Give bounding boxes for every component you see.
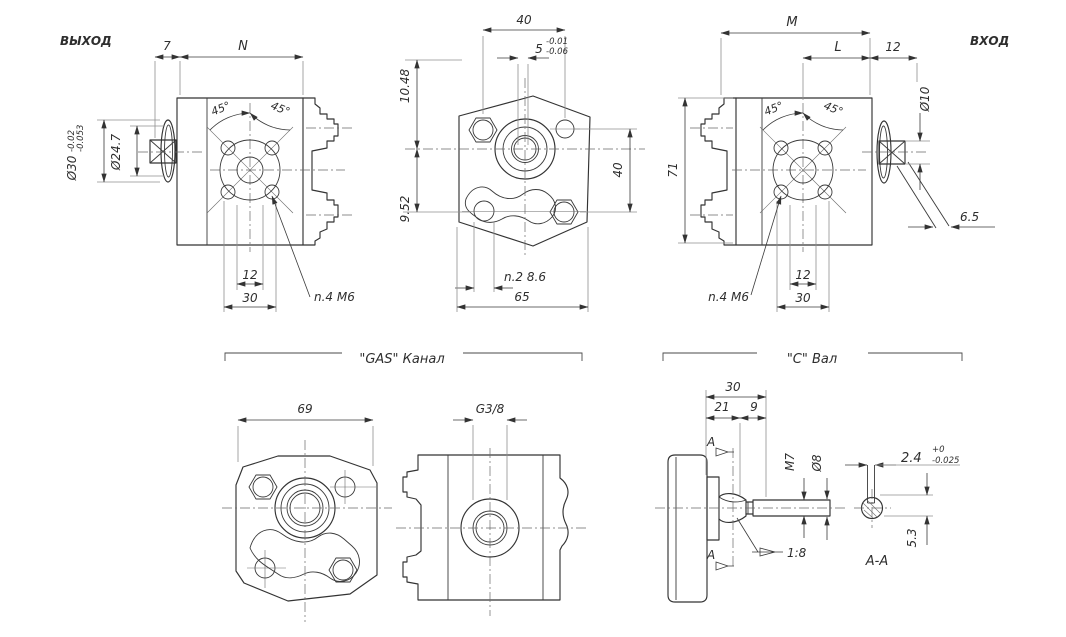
dim-71: 71: [666, 162, 680, 177]
view-front-flange: 40 5 -0.01 -0.06 10.48 9.52 40: [398, 13, 645, 312]
body-relief: [249, 529, 360, 582]
svg-text:-0.053: -0.053: [76, 125, 86, 152]
hex-plug-bottom: [549, 199, 579, 225]
svg-text:M7: M7: [783, 453, 797, 471]
svg-text:Ø30: Ø30: [65, 155, 79, 181]
dim-10-48: 10.48: [398, 68, 412, 103]
shaft-end: [878, 140, 906, 165]
svg-text:5.3: 5.3: [905, 528, 919, 547]
hex-plug-top: [468, 117, 498, 143]
svg-text:40: 40: [611, 162, 625, 178]
key-width-label: 5 -0.01 -0.06: [535, 37, 568, 57]
dim-21: 21: [714, 400, 729, 414]
view-shaft-detail: A A 30 21 9 M7 Ø8 1:8: [655, 380, 960, 603]
dim-65: 65: [514, 290, 529, 304]
dim-12: 12: [795, 268, 810, 282]
dim-L: L: [834, 40, 841, 55]
svg-text:9.52: 9.52: [398, 196, 412, 223]
bolts-note: n.4 M6: [708, 290, 749, 304]
dim-N: N: [238, 39, 248, 54]
dia-24-7-label: Ø24.7: [109, 134, 123, 172]
dim-30: 30: [242, 291, 258, 305]
dim-12-top: 12: [885, 40, 900, 54]
svg-text:-0.025: -0.025: [932, 456, 959, 466]
section-mark-top: A: [706, 435, 715, 449]
hex-plug-top: [248, 474, 278, 500]
bolts-note: n.4 M6: [314, 290, 355, 304]
c-shaft-label: "C" Вал: [787, 352, 837, 367]
hex-plug-bottom: [328, 557, 358, 583]
body-relief: [464, 186, 556, 225]
svg-text:Ø8: Ø8: [810, 454, 824, 472]
svg-text:10.48: 10.48: [398, 68, 412, 103]
input-port-label: ВХОД: [970, 34, 1009, 48]
section-label: A-A: [865, 554, 888, 569]
view-gas-flange: 69: [222, 402, 392, 622]
dim-6-5: 6.5: [960, 210, 979, 224]
section-a-a: 2.4 +0 -0.025 5.3 A-A: [845, 445, 960, 569]
shaft-end: [149, 139, 177, 164]
svg-text:-0.01: -0.01: [546, 37, 568, 47]
back-plate-profile: [700, 97, 737, 246]
dia-10-label: Ø10: [918, 86, 932, 112]
svg-text:71: 71: [666, 162, 680, 177]
flange-outline: [458, 95, 591, 247]
view-side-output: 45° 45° 7 N Ø30 -0.02 -0.053 Ø24.7 12: [60, 34, 355, 312]
angle-label-left: 45°: [762, 99, 785, 118]
body-outline: [176, 97, 304, 246]
dia-8-label: Ø8: [810, 454, 824, 472]
dim-69: 69: [297, 402, 312, 416]
thread-g38: G3/8: [476, 402, 505, 416]
svg-text:2.4: 2.4: [901, 451, 922, 466]
dim-40-top: 40: [516, 13, 532, 27]
dia-30-label: Ø30 -0.02 -0.053: [65, 125, 86, 182]
view-gas-port-side: G3/8: [396, 402, 586, 616]
flange-pilot: [160, 119, 176, 183]
dim-30-shaft: 30: [725, 380, 741, 394]
angle-label-right: 45°: [822, 99, 845, 118]
angle-label-left: 45°: [209, 99, 232, 118]
body-outline: [735, 97, 873, 246]
group-labels: "GAS" Канал "C" Вал: [224, 352, 963, 367]
view-side-input: 6.5 45° 45° M L 12 Ø: [666, 15, 1009, 312]
key-2-4-label: 2.4 +0 -0.025: [901, 445, 959, 466]
svg-text:5: 5: [535, 42, 543, 56]
angle-label-right: 45°: [269, 99, 292, 118]
svg-text:+0: +0: [932, 445, 945, 455]
section-mark-bottom: A: [706, 548, 715, 562]
dim-7: 7: [163, 39, 171, 53]
dim-9: 9: [750, 400, 758, 414]
svg-text:-0.06: -0.06: [546, 47, 569, 57]
taper-label: 1:8: [787, 546, 807, 560]
dim-40-right: 40: [611, 162, 625, 178]
dim-12: 12: [242, 268, 257, 282]
dim-30: 30: [795, 291, 811, 305]
back-plate-profile: [302, 97, 339, 246]
dim-5-3: 5.3: [905, 528, 919, 547]
gas-channel-label: "GAS" Канал: [359, 352, 444, 367]
flange-outline: [235, 455, 378, 602]
body-outline: [667, 454, 708, 603]
body-outline: [402, 454, 569, 601]
svg-text:Ø24.7: Ø24.7: [109, 134, 123, 172]
dim-9-52: 9.52: [398, 196, 412, 223]
dim-M: M: [786, 15, 797, 30]
svg-text:-0.02: -0.02: [67, 130, 77, 152]
hole-bottom-left: [473, 200, 495, 222]
thread-m7-label: M7: [783, 453, 797, 471]
shaft-flange: [706, 476, 720, 541]
holes-note: n.2 8.6: [504, 270, 546, 284]
output-port-label: ВЫХОД: [60, 34, 112, 48]
svg-text:Ø10: Ø10: [918, 86, 932, 112]
